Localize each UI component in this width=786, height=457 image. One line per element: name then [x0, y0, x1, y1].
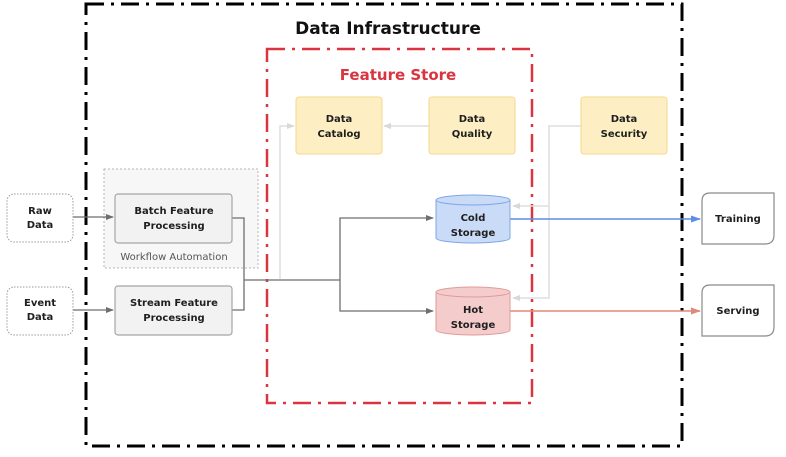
edge-security-to-cold: [512, 125, 582, 209]
edge-to-cold-storage: [339, 215, 434, 280]
edge-batch-merge: [232, 217, 245, 311]
serving-label: Serving: [716, 306, 759, 317]
cold-label-1: Cold: [461, 213, 486, 224]
edge-to-hot-storage: [339, 280, 434, 314]
cold-storage-cylinder-icon: [435, 200, 511, 244]
hot-label-2: Storage: [451, 320, 496, 331]
data-infrastructure-title: Data Infrastructure: [295, 19, 481, 39]
security-label-2: Security: [601, 129, 648, 140]
workflow-automation-label: Workflow Automation: [120, 252, 227, 263]
feature-store-container: [265, 47, 534, 405]
raw-data-label-1: Raw: [28, 206, 52, 217]
batch-label-1: Batch Feature: [134, 206, 213, 217]
hot-storage-cylinder-icon: [435, 292, 511, 336]
training-node[interactable]: Training: [701, 192, 775, 245]
serving-node[interactable]: Serving: [701, 284, 775, 337]
catalog-label-1: Data: [326, 114, 353, 125]
edge-processing-to-catalog: [279, 123, 295, 279]
quality-label-1: Data: [459, 114, 486, 125]
hot-label-1: Hot: [463, 305, 483, 316]
feature-store-title: Feature Store: [340, 66, 456, 84]
security-label-1: Data: [611, 114, 638, 125]
stream-label-2: Processing: [143, 313, 204, 324]
cold-label-2: Storage: [451, 228, 496, 239]
batch-label-2: Processing: [143, 221, 204, 232]
stream-label-1: Stream Feature: [130, 298, 218, 309]
quality-label-2: Quality: [452, 129, 493, 140]
raw-data-label-2: Data: [27, 220, 54, 231]
edge-security-to-hot: [512, 206, 550, 301]
event-data-label-2: Data: [27, 312, 54, 323]
event-data-label-1: Event: [24, 298, 56, 309]
catalog-label-2: Catalog: [317, 129, 360, 140]
data-infrastructure-container: [84, 2, 684, 448]
training-label: Training: [715, 214, 761, 225]
